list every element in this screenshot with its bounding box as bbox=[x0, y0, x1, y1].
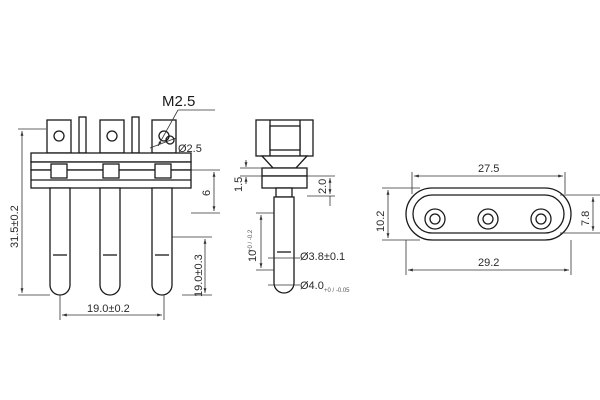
side-collar bbox=[261, 167, 308, 177]
hole-diameter-label: Ø2.5 bbox=[178, 143, 202, 155]
pin-length-value: 10 bbox=[247, 250, 259, 262]
side-view: 1.5 2.0 10 +0 / -0.2 Ø3.8±0.1 Ø4.0 +0 / … bbox=[233, 119, 350, 294]
tab-hole-middle bbox=[106, 130, 118, 142]
top-pin-left-inner bbox=[429, 213, 441, 225]
overall-height-label: 31.5±0.2 bbox=[9, 205, 21, 248]
pin-middle bbox=[99, 187, 121, 296]
tip-diameter-label: Ø4.0 bbox=[300, 280, 324, 292]
step-height-label: 6 bbox=[201, 190, 213, 196]
side-pin bbox=[273, 196, 295, 294]
tip-diameter-tolerance: +0 / -0.05 bbox=[324, 288, 350, 294]
collar-thickness-label: 1.5 bbox=[233, 177, 245, 192]
pin-pitch-label: 19.0±0.2 bbox=[87, 303, 130, 315]
front-view: M2.5 Ø2.5 31.5±0.2 6 19.0±0.3 19.0±0.2 bbox=[9, 93, 220, 320]
top-pin-middle-outer bbox=[477, 208, 499, 230]
flange-gap-label: 2.0 bbox=[317, 179, 329, 194]
top-pin-middle-inner bbox=[482, 213, 494, 225]
top-inner-outline bbox=[412, 194, 565, 234]
top-length-label: 27.5 bbox=[478, 163, 499, 175]
top-pin-left-outer bbox=[424, 208, 446, 230]
top-overall-length-label: 29.2 bbox=[478, 257, 499, 269]
thread-label: M2.5 bbox=[162, 93, 195, 110]
side-flange bbox=[261, 175, 308, 189]
pin-right bbox=[151, 187, 173, 296]
pin-diameter-label: Ø3.8±0.1 bbox=[300, 251, 345, 263]
top-width-label: 10.2 bbox=[375, 211, 387, 232]
pin-hub-middle bbox=[102, 163, 120, 179]
pin-length-label: 19.0±0.3 bbox=[193, 254, 205, 297]
pin-length-tolerance: +0 / -0.2 bbox=[248, 229, 254, 252]
terminal-tab-left bbox=[46, 119, 72, 154]
terminal-tab-middle bbox=[99, 119, 125, 154]
rib-left bbox=[78, 116, 87, 154]
pin-hub-left bbox=[50, 163, 68, 179]
pin-hub-right bbox=[154, 163, 172, 179]
top-inner-width-label: 7.8 bbox=[580, 211, 592, 226]
pin-left bbox=[49, 187, 71, 296]
top-pin-right-inner bbox=[535, 213, 547, 225]
top-pin-right-outer bbox=[530, 208, 552, 230]
side-taper bbox=[260, 155, 309, 169]
rib-right bbox=[131, 116, 140, 154]
housing-bar-upper bbox=[30, 152, 192, 163]
tab-hole-left bbox=[53, 130, 65, 142]
top-view: 27.5 29.2 10.2 7.8 bbox=[375, 163, 600, 275]
